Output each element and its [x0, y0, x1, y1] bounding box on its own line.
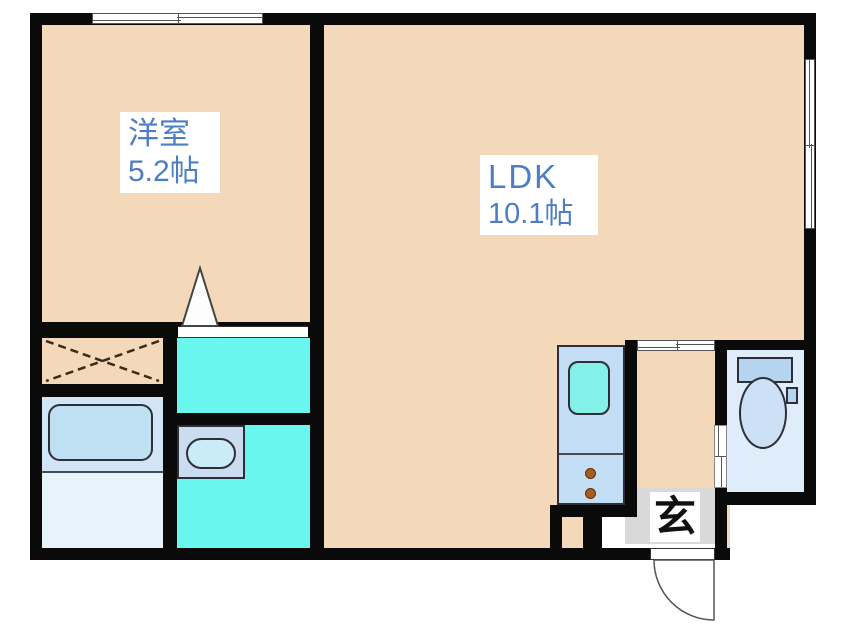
genkan-step	[625, 544, 715, 548]
genkan-label-text: 玄	[653, 493, 696, 540]
toilet-flush-icon	[786, 387, 798, 404]
room-name: 洋室	[128, 115, 190, 151]
wall	[310, 25, 324, 548]
entry-door-swing-icon	[653, 559, 715, 621]
bathroom	[42, 397, 163, 548]
wall	[163, 322, 177, 548]
bathtub-icon	[48, 404, 153, 461]
washbasin-icon	[177, 425, 245, 479]
toilet-room	[727, 350, 804, 492]
kitchen-divider	[559, 453, 623, 455]
wall	[715, 492, 804, 505]
window-icon	[805, 59, 815, 229]
kitchen-counter-icon	[557, 345, 625, 505]
wall	[550, 517, 562, 548]
room-label-ldk: LDK 10.1帖	[480, 155, 598, 235]
genkan-floor	[625, 517, 637, 544]
door-swing-wedge-icon	[180, 264, 220, 327]
door-opening	[178, 326, 308, 338]
washroom-upper	[177, 338, 310, 413]
wall	[625, 340, 637, 517]
room-size: 5.2帖	[128, 154, 200, 188]
wall	[583, 517, 602, 548]
washbasin-bowl-icon	[186, 438, 236, 469]
room-label-western: 洋室 5.2帖	[120, 112, 220, 193]
bath-divider	[42, 471, 163, 473]
kitchen-sink-icon	[568, 361, 610, 415]
wall	[42, 384, 177, 397]
closet-cross-icon	[45, 339, 160, 383]
shoe-cabinet	[602, 517, 625, 548]
genkan-label: 玄	[650, 492, 700, 542]
sliding-door-icon	[637, 340, 715, 351]
exterior-notch	[730, 505, 846, 634]
room-name: LDK	[488, 158, 559, 195]
toilet-bowl-icon	[739, 377, 787, 449]
room-size: 10.1帖	[488, 198, 574, 230]
wall	[550, 505, 637, 517]
stove-burner-icon	[585, 468, 596, 479]
window-icon	[92, 13, 263, 24]
wall	[163, 413, 310, 425]
toilet-door-icon	[714, 425, 727, 488]
stove-burner-icon	[585, 488, 596, 499]
